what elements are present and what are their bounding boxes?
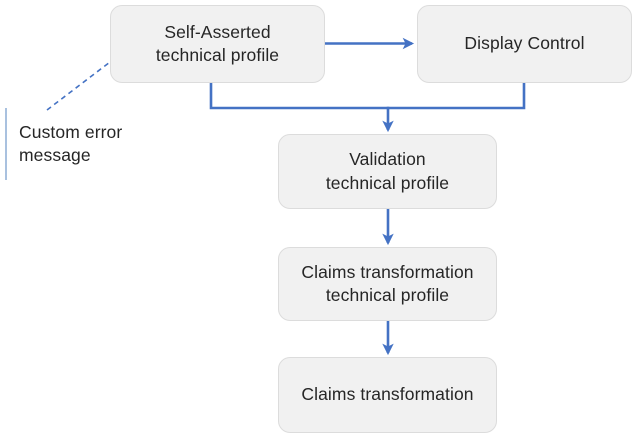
node-label: Display Control xyxy=(448,32,600,55)
callout-leader-line xyxy=(46,61,111,111)
callout-line1: Custom error xyxy=(19,121,123,142)
node-self-asserted-technical-profile[interactable]: Self-Asserted technical profile xyxy=(110,5,325,83)
callout-line2: message xyxy=(19,145,91,165)
node-label-line1: Claims transformation xyxy=(301,384,474,405)
node-label-line2: technical profile xyxy=(325,285,450,305)
node-label-line1: Claims transformation xyxy=(301,261,474,282)
callout-custom-error-message: Custom error message xyxy=(5,108,155,180)
edge-self-asserted-to-bus xyxy=(209,81,390,110)
node-label: Claims transformation xyxy=(285,383,489,406)
node-claims-transformation-technical-profile[interactable]: Claims transformation technical profile xyxy=(278,247,497,321)
node-label: Claims transformation technical profile xyxy=(285,261,489,308)
node-label: Self-Asserted technical profile xyxy=(140,21,295,68)
node-claims-transformation[interactable]: Claims transformation xyxy=(278,357,497,433)
node-label-line2: technical profile xyxy=(325,172,450,193)
node-label-line1: Validation xyxy=(349,149,426,170)
node-label-line1: Self-Asserted xyxy=(164,21,271,42)
node-display-control[interactable]: Display Control xyxy=(417,5,632,83)
callout-text: Custom error message xyxy=(19,121,122,168)
edge-display-control-to-bus xyxy=(386,81,526,110)
node-label-line2: technical profile xyxy=(155,45,280,65)
node-label-line1: Display Control xyxy=(464,33,585,54)
